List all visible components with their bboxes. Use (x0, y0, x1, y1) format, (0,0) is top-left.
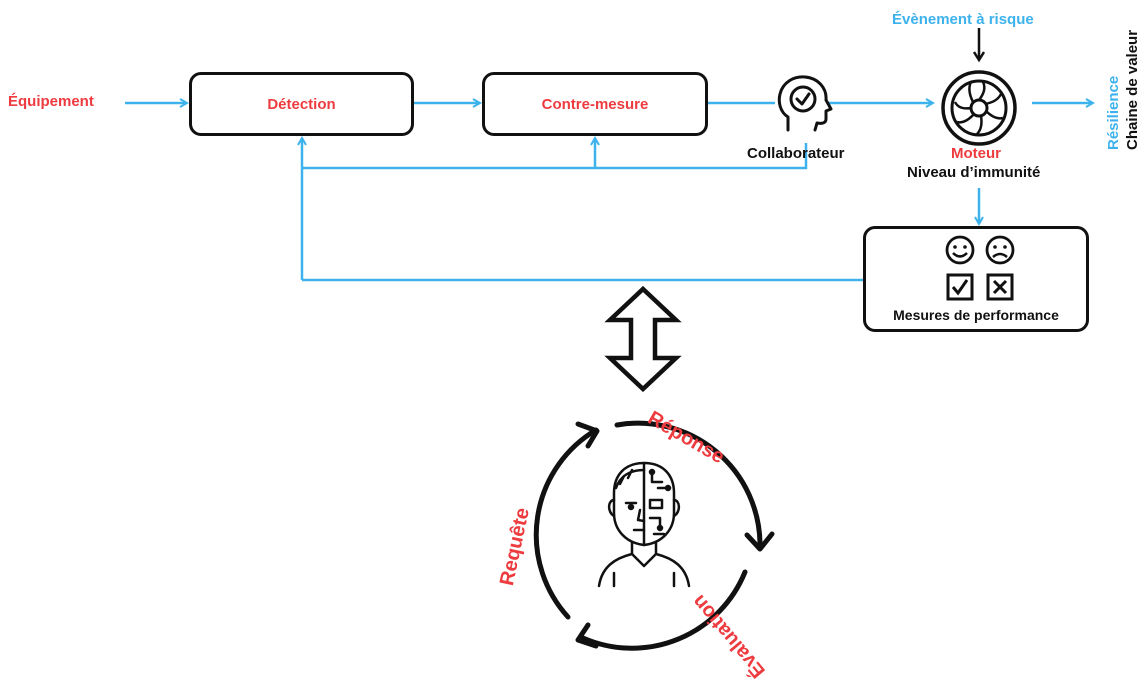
turbine-icon (941, 70, 1017, 146)
happy-face-icon (945, 235, 975, 265)
arrowhead-evaluation (575, 622, 599, 649)
risk-event-label: Évènement à risque (892, 11, 1034, 28)
performance-box: Mesures de performance (863, 226, 1089, 332)
arrowhead-response (744, 531, 775, 552)
cycle-arc-response (614, 420, 763, 546)
head-check-icon (777, 75, 833, 132)
line-collaborator-feedback (302, 143, 808, 170)
check-box-icon (946, 273, 974, 301)
performance-label: Mesures de performance (893, 307, 1059, 323)
detection-box: Détection (189, 72, 414, 136)
cycle-arc-evaluation (580, 569, 748, 651)
cycle-arc-request (533, 427, 599, 620)
countermeasure-box: Contre-mesure (482, 72, 708, 136)
detection-label: Détection (267, 95, 336, 113)
collaborator-label: Collaborateur (747, 145, 845, 162)
cross-box-icon (986, 273, 1014, 301)
performance-icons (945, 235, 1015, 301)
arrowhead-request (575, 421, 600, 449)
engine-label: Moteur (951, 145, 1001, 162)
sad-face-icon (985, 235, 1015, 265)
double-arrow-icon (604, 286, 682, 392)
human-robot-face-icon (597, 461, 691, 588)
equipment-label: Équipement (8, 93, 94, 110)
immunity-label: Niveau d’immunité (907, 164, 1041, 181)
countermeasure-label: Contre-mesure (541, 95, 649, 113)
